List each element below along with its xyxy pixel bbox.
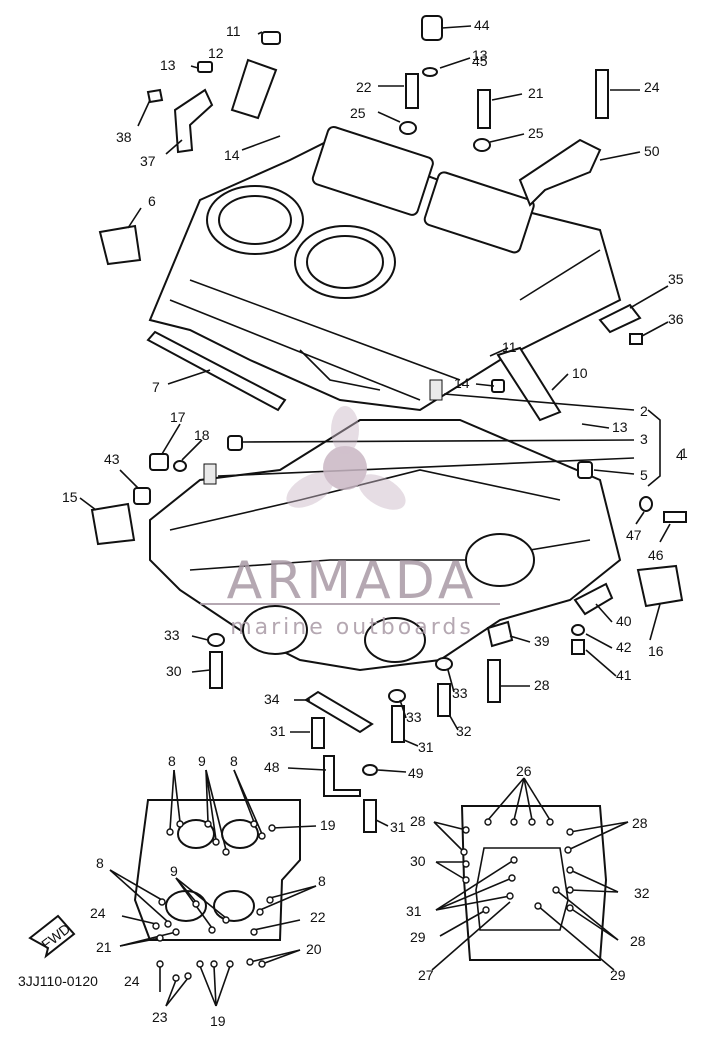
part-number-label: 24 xyxy=(644,79,660,95)
part-number-label: 15 xyxy=(62,489,78,505)
part-number-label: 8 xyxy=(230,753,238,769)
part-number-label: 49 xyxy=(408,765,424,781)
part-number-label: 31 xyxy=(418,739,434,755)
part-number-label: 30 xyxy=(166,663,182,679)
lower-crankcase xyxy=(149,419,622,672)
part-number-label: 21 xyxy=(96,939,112,955)
part-number-label: 28 xyxy=(410,813,426,829)
part-number-label: 34 xyxy=(264,691,280,707)
part-number-label: 16 xyxy=(648,643,664,659)
part-number-label: 44 xyxy=(474,17,490,33)
part-number-label: 14 xyxy=(454,375,470,391)
part-number-label: 28 xyxy=(632,815,648,831)
part-number-label: 8 xyxy=(318,873,326,889)
watermark-logo: ARMADA marine outboards xyxy=(200,406,500,640)
part-number-label: 32 xyxy=(456,723,472,739)
part-number-label: 22 xyxy=(310,909,326,925)
part-number-label: 23 xyxy=(152,1009,168,1025)
part-number-label: 2 xyxy=(640,403,648,419)
part-number-label: 24 xyxy=(90,905,106,921)
part-number-label: 39 xyxy=(534,633,550,649)
part-number-label: 22 xyxy=(356,79,372,95)
leader-lines xyxy=(79,25,671,827)
part-number-label: 7 xyxy=(152,379,160,395)
catalog-code: 3JJ110-0120 xyxy=(18,973,98,989)
part-number-label: 41 xyxy=(616,667,632,683)
part-number-label: 20 xyxy=(306,941,322,957)
part-number-label: 33 xyxy=(452,685,468,701)
part-number-label: 19 xyxy=(210,1013,226,1029)
part-number-label: 8 xyxy=(96,855,104,871)
part-number-label: 33 xyxy=(164,627,180,643)
part-number-label: 17 xyxy=(170,409,186,425)
part-number-label: 37 xyxy=(140,153,156,169)
part-number-label: 5 xyxy=(640,467,648,483)
upper-bolt-pattern-view xyxy=(133,799,301,941)
part-number-label: 14 xyxy=(224,147,240,163)
part-number-label: 24 xyxy=(124,973,140,989)
part-number-label: 13 xyxy=(612,419,628,435)
part-number-label: 21 xyxy=(528,85,544,101)
part-number-label: 42 xyxy=(616,639,632,655)
part-number-label: 46 xyxy=(648,547,664,563)
part-number-label: 3 xyxy=(640,431,648,447)
part-number-label: 10 xyxy=(572,365,588,381)
part-number-label: 47 xyxy=(626,527,642,543)
part-number-label: 9 xyxy=(198,753,206,769)
part-number-label: 29 xyxy=(610,967,626,983)
part-number-label: 25 xyxy=(350,105,366,121)
part-number-label: 9 xyxy=(170,863,178,879)
part-number-label: 50 xyxy=(644,143,660,159)
part-number-label: 31 xyxy=(270,723,286,739)
part-number-label: 19 xyxy=(320,817,336,833)
part-number-label: 36 xyxy=(668,311,684,327)
svg-text:marine outboards: marine outboards xyxy=(230,615,474,640)
part-number-label: 28 xyxy=(534,677,550,693)
part-number-label: 29 xyxy=(410,929,426,945)
part-number-label: 8 xyxy=(168,753,176,769)
part-number-label: 26 xyxy=(516,763,532,779)
svg-text:ARMADA: ARMADA xyxy=(227,551,478,611)
part-number-label: 11 xyxy=(226,23,241,39)
part-number-label: 43 xyxy=(104,451,120,467)
part-number-label: 13 xyxy=(472,47,488,63)
part-number-label: 28 xyxy=(630,933,646,949)
part-number-label: 32 xyxy=(634,885,650,901)
part-number-label: 35 xyxy=(668,271,684,287)
upper-crankcase xyxy=(148,125,622,412)
part-number-label: 38 xyxy=(116,129,132,145)
part-number-label: 30 xyxy=(410,853,426,869)
part-number-label: 31 xyxy=(406,903,422,919)
part-number-label: 13 xyxy=(160,57,176,73)
part-number-label: 45 xyxy=(472,53,488,69)
part-number-label: 6 xyxy=(148,193,156,209)
bolt-hole-dots xyxy=(152,818,574,982)
part-number-label: 18 xyxy=(194,427,210,443)
part-number-label: 11 xyxy=(502,339,517,355)
part-number-label: 27 xyxy=(418,967,434,983)
small-parts xyxy=(90,15,687,833)
part-number-label: 33 xyxy=(406,709,422,725)
part-number-label: 1 xyxy=(680,445,688,461)
part-number-label: 12 xyxy=(208,45,224,61)
fwd-arrow-icon: FWD xyxy=(28,914,76,959)
part-number-label: 48 xyxy=(264,759,280,775)
part-number-label: 4 xyxy=(676,447,684,463)
part-number-label: 40 xyxy=(616,613,632,629)
part-number-label: 31 xyxy=(390,819,406,835)
part-number-label: 25 xyxy=(528,125,544,141)
